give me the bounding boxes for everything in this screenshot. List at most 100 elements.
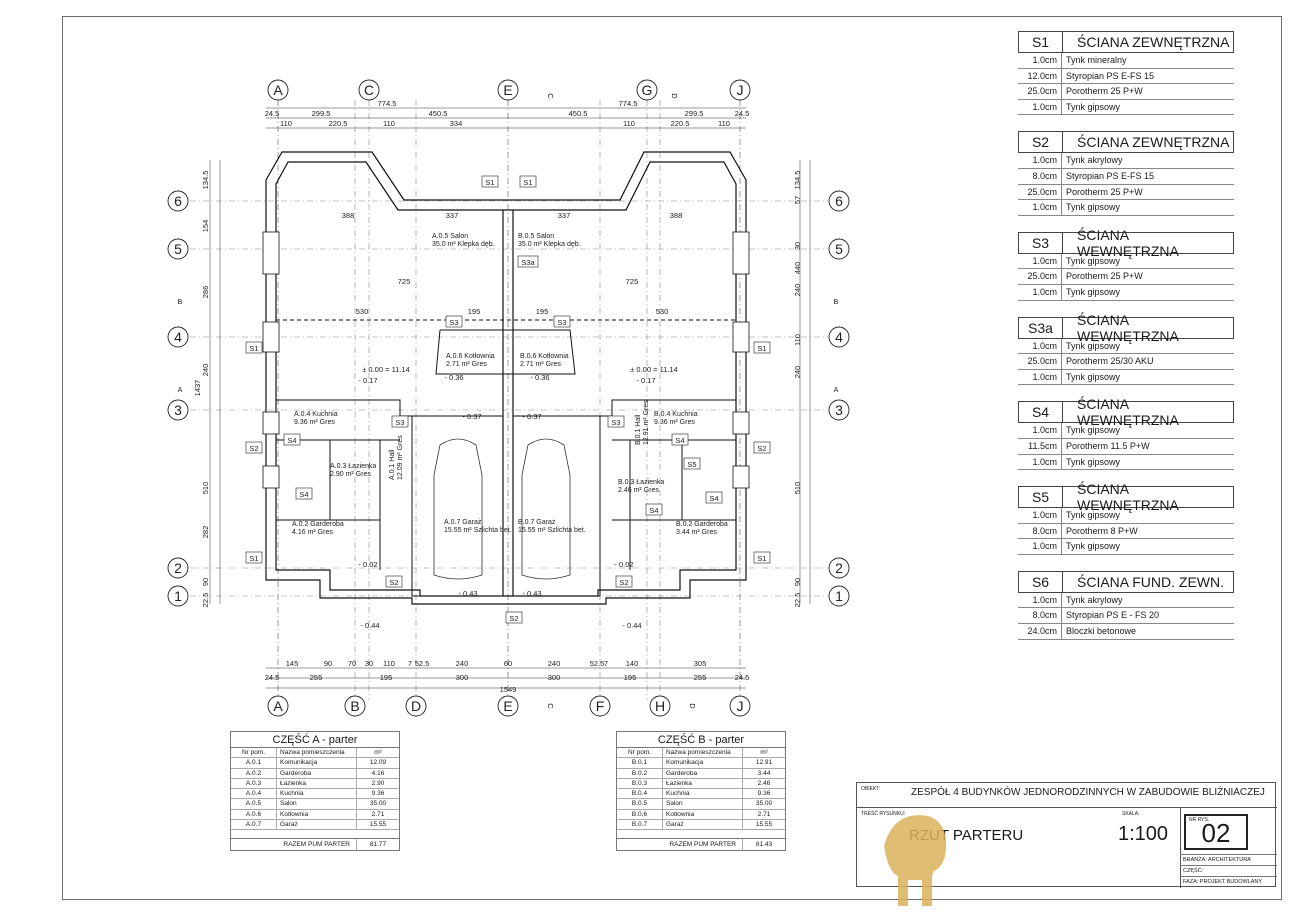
room-label-b.0.7: B.0.7 Garaż <box>518 519 556 526</box>
layer-thickness: 1.0cm <box>1018 454 1062 470</box>
wall-tag: S3 <box>611 418 620 427</box>
dimension-value: 286 <box>201 286 210 299</box>
dimension-value: 255 <box>310 673 323 682</box>
dimension-value: 388 <box>342 211 355 220</box>
wall-code: S1 <box>1019 32 1063 52</box>
dimension-value: 24.5 <box>265 109 280 118</box>
dimension-value: 450.5 <box>429 109 448 118</box>
axis-label-bottom: J <box>737 698 744 714</box>
dimension-value: 510 <box>793 482 802 495</box>
interior-walls <box>276 319 736 597</box>
layer-material: Tynk gipsowy <box>1066 255 1121 266</box>
table-cell: 15.55 <box>369 821 387 829</box>
scale-value: 1:100 <box>1118 823 1169 845</box>
wall-code: S3a <box>1019 317 1063 338</box>
level-mark: ± 0.00 = 11.14 <box>630 365 678 374</box>
wall-name: ŚCIANA ZEWNĘTRZNA <box>1077 134 1230 151</box>
wall-tag-box <box>517 255 539 268</box>
layer-thickness: 1.0cm <box>1018 592 1062 608</box>
dimension-value: 240 <box>793 284 802 297</box>
sum-value: 81.77 <box>369 841 387 849</box>
axis-label-right: 4 <box>835 329 843 345</box>
room-area-a.0.4: 9.36 m² Gres <box>294 419 335 426</box>
level-mark: - 0.37 <box>522 412 541 421</box>
table-cell: A.0.7 <box>231 820 277 830</box>
table-cell: 2.71 <box>757 810 771 818</box>
level-mark: - 0.36 <box>530 373 549 382</box>
table-cell: 3.44 <box>757 769 771 777</box>
dimension-value: 240 <box>456 659 469 668</box>
section-mark: A <box>834 387 839 394</box>
dimension-value: 7 <box>408 659 412 668</box>
level-mark: ± 0.00 = 11.14 <box>362 365 410 374</box>
layer-material: Tynk gipsowy <box>1066 101 1121 112</box>
table-cell: Kotłownia <box>277 809 357 820</box>
col-header: Nr pom. <box>231 748 277 758</box>
layer-material: Styropian PS E-FS 15 <box>1066 70 1155 81</box>
dimension-value: 60 <box>504 659 512 668</box>
section-mark: C <box>546 703 555 709</box>
axis-label-left: 2 <box>174 560 182 576</box>
sum-label: RAZEM PUM PARTER <box>231 839 357 851</box>
layer-thickness: 24.0cm <box>1018 624 1062 639</box>
dimension-value: 725 <box>398 277 411 286</box>
wall-code: S4 <box>1019 402 1063 423</box>
table-cell: A.0.3 <box>231 778 277 789</box>
dimension-value: 57 <box>793 196 802 204</box>
room-label-a.0.4: A.0.4 Kuchnia <box>294 411 338 418</box>
level-mark: - 0.37 <box>462 412 481 421</box>
divider <box>1180 807 1181 888</box>
table-cell: 15.55 <box>755 821 773 829</box>
table-cell: 2.71 <box>371 810 385 818</box>
wall-tag-box <box>245 551 263 564</box>
room-area-b.0.6: 2.71 m² Gres <box>520 361 561 368</box>
axis-label-top: G <box>642 82 653 98</box>
table-cell: Łazienka <box>663 778 743 789</box>
object-label: OBIEKT: <box>861 786 881 792</box>
table-title: CZĘŚĆ B - parter <box>617 732 785 748</box>
layer-material: Porotherm 25 P+W <box>1066 271 1143 282</box>
wall-tag: S4 <box>287 436 296 445</box>
room-area-a.0.5: 35.0 m² Klepka dęb. <box>432 241 495 248</box>
table-title: CZĘŚĆ A - parter <box>231 732 399 748</box>
room-area-b.0.5: 35.0 m² Klepka dęb. <box>518 241 581 248</box>
garage-cars <box>433 438 571 580</box>
layer-thickness: 12.0cm <box>1018 68 1062 84</box>
dimension-value: 52.5 <box>415 659 430 668</box>
wall-tag-box <box>245 441 263 454</box>
part-field: CZĘŚĆ: <box>1183 868 1204 874</box>
room-label-b.0.5: B.0.5 Salon <box>518 233 554 240</box>
axis-bubble <box>729 79 751 101</box>
wall-code: S3 <box>1019 232 1063 253</box>
axis-bubble <box>497 695 519 717</box>
room-area-b.0.1: 12.91 m² Gres <box>643 400 650 445</box>
dimension-value: 22.5 <box>793 593 802 608</box>
dimension-value: 305 <box>694 659 707 668</box>
col-header: m² <box>760 749 768 756</box>
room-area-a.0.1: 12.09 m² Gres <box>397 435 404 480</box>
axis-label-right: 5 <box>835 241 843 257</box>
wall-tag-box <box>445 315 463 328</box>
axis-bubble <box>649 695 671 717</box>
dimension-value: 300 <box>548 673 561 682</box>
room-table-part-a: CZĘŚĆ A - parter Nr pom. Nazwa pomieszcz… <box>230 731 400 852</box>
wall-tag-box <box>671 433 689 446</box>
wall-tag-box <box>705 491 723 504</box>
axis-bubble <box>636 79 658 101</box>
table-cell: A.0.1 <box>231 758 277 768</box>
